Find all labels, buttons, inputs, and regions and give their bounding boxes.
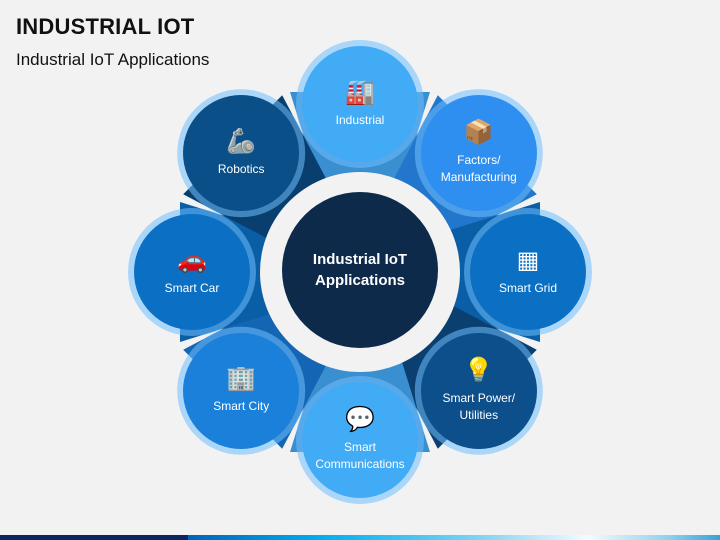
robot-arm-icon: 🦾 <box>226 127 257 155</box>
node-label: Industrial <box>335 112 385 127</box>
slide-title: INDUSTRIAL IOT <box>16 14 195 39</box>
node-robotics: 🦾 Robotics <box>183 95 300 212</box>
lightbulb-icon: 💡 <box>463 356 494 384</box>
boxes-icon: 📦 <box>463 119 494 147</box>
node-industrial: 🏭 Industrial <box>302 46 418 162</box>
node-factors-manufacturing: 📦 Factors/ Manufacturing <box>420 95 537 212</box>
center-hub: Industrial IoT Applications <box>282 192 438 348</box>
node-label: Smart Car <box>164 280 220 295</box>
footer-bar <box>0 535 720 540</box>
factory-icon: 🏭 <box>345 78 375 106</box>
node-label: Smart Power/ Utilities <box>442 390 516 422</box>
node-smart-power-utilities: 💡 Smart Power/ Utilities <box>420 332 537 449</box>
center-label-2: Applications <box>314 272 405 289</box>
node-label: Smart City <box>213 399 270 414</box>
node-smart-grid: ▦ Smart Grid <box>470 214 586 330</box>
node-smart-communications: 💬 Smart Communications <box>302 382 418 498</box>
node-smart-car: 🚗 Smart Car <box>134 214 250 330</box>
node-smart-city: 🏢 Smart City <box>183 332 300 449</box>
center-label-1: Industrial IoT <box>312 251 408 268</box>
chat-icon: 💬 <box>345 406 375 433</box>
car-icon: 🚗 <box>177 246 207 274</box>
node-label: Smart Grid <box>498 280 557 295</box>
node-label: Factors/ Manufacturing <box>440 153 517 185</box>
node-label: Smart Communications <box>315 440 405 471</box>
grid-icon: ▦ <box>516 246 540 274</box>
building-icon: 🏢 <box>226 365 257 393</box>
node-label: Robotics <box>217 161 265 176</box>
slide-subtitle: Industrial IoT Applications <box>16 50 210 69</box>
